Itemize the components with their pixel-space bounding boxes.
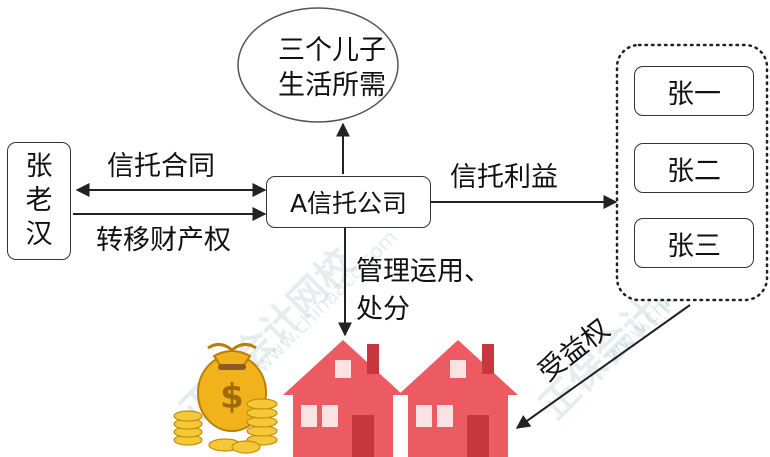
needs-ellipse bbox=[237, 7, 399, 123]
trust-company-label: A信托公司 bbox=[289, 189, 408, 218]
coin-stack-icon bbox=[173, 398, 278, 454]
transfer-property-label: 转移财产权 bbox=[96, 225, 231, 256]
beneficiary-label: 张三 bbox=[667, 230, 721, 262]
settlor-box: 张 老 汉 bbox=[7, 142, 71, 260]
trust-company-box: A信托公司 bbox=[266, 176, 431, 228]
beneficiary-label: 张一 bbox=[667, 78, 721, 110]
beneficiary-box: 张一 bbox=[634, 66, 754, 116]
trust-benefit-label: 信托利益 bbox=[450, 162, 558, 193]
house-icon bbox=[283, 340, 403, 457]
svg-text:$: $ bbox=[220, 377, 244, 417]
settlor-char: 汉 bbox=[25, 218, 53, 250]
beneficiary-box: 张二 bbox=[634, 143, 754, 193]
needs-label-line1: 三个儿子 bbox=[278, 35, 386, 66]
beneficial-right-arrow bbox=[515, 304, 691, 429]
manage-label-line2: 处分 bbox=[356, 294, 410, 325]
house-icon bbox=[398, 340, 518, 457]
beneficiary-label: 张二 bbox=[667, 155, 721, 187]
settlor-char: 张 bbox=[25, 151, 53, 183]
trust-contract-label: 信托合同 bbox=[107, 151, 215, 182]
settlor-char: 老 bbox=[25, 185, 53, 217]
manage-label-line1: 管理运用、 bbox=[356, 256, 491, 287]
needs-label-line2: 生活所需 bbox=[278, 70, 386, 101]
beneficiary-box: 张三 bbox=[634, 218, 754, 268]
